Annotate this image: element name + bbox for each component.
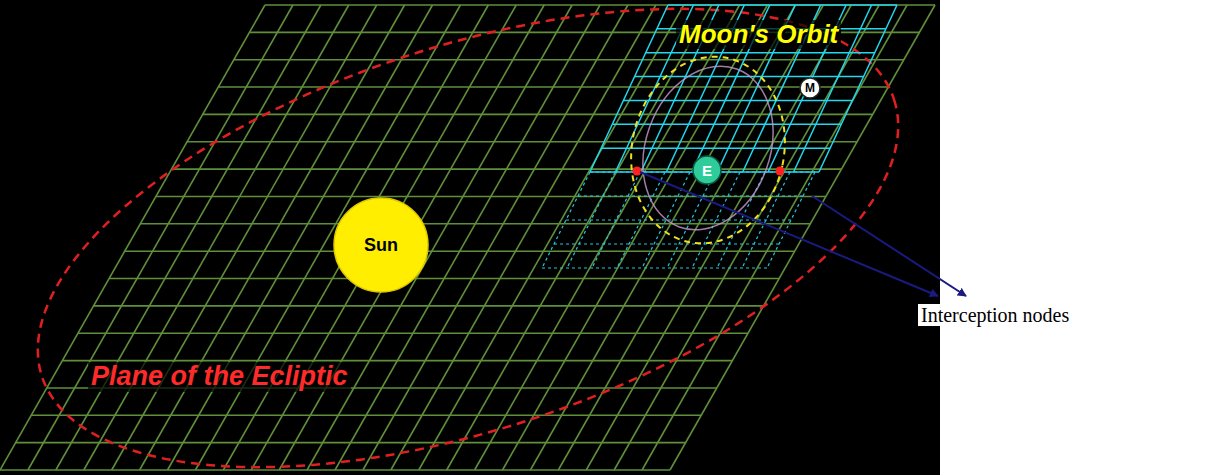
callout-label: Interception nodes xyxy=(918,304,1072,326)
leader-arrow xyxy=(640,172,938,296)
moon-orbit-plane xyxy=(590,5,897,172)
sun-circle: Sun xyxy=(333,197,429,293)
earth-orbit xyxy=(0,0,953,475)
node-dot xyxy=(633,167,642,176)
earth-circle: E xyxy=(692,155,722,185)
moon-orbit xyxy=(614,42,802,257)
orbit-trace xyxy=(621,48,795,248)
ecliptic-grid xyxy=(0,5,935,470)
plane-title: Moon's Orbit xyxy=(676,20,841,49)
space-background xyxy=(0,0,940,475)
node-dot xyxy=(776,167,785,176)
moon-plane-below xyxy=(542,172,815,268)
node-label: M xyxy=(805,82,815,94)
node-label: Sun xyxy=(364,236,398,254)
leader-arrow xyxy=(812,196,966,296)
plane-title: Plane of the Ecliptic xyxy=(88,362,351,392)
node-label: E xyxy=(702,163,712,178)
moon-circle: M xyxy=(799,77,821,99)
